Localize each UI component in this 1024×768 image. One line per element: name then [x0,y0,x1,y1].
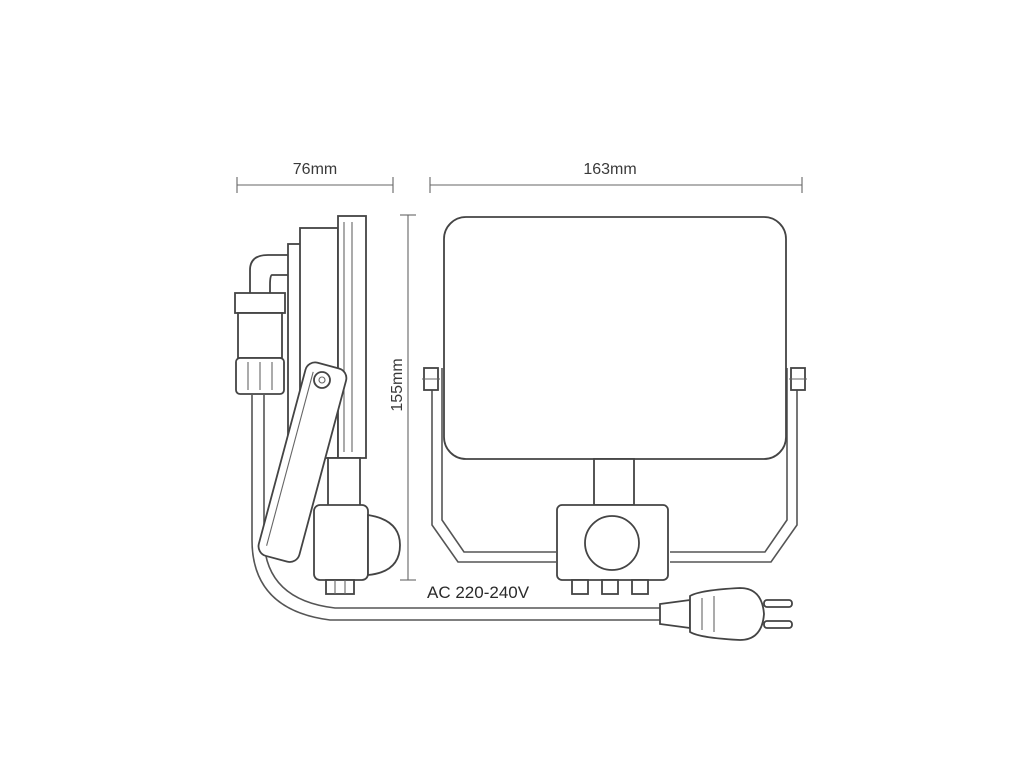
front-bracket-left-inner [441,368,556,553]
front-knob-3 [631,579,649,595]
side-sensor-body [313,504,369,581]
front-sensor-neck [593,458,635,506]
front-bracket-right [670,368,798,563]
front-bracket-right-inner [670,368,788,553]
height-dimension: 155mm [389,214,416,581]
height-label: 155mm [389,358,406,411]
depth-label: 76mm [293,161,337,178]
side-bracket [257,361,348,563]
width-label: 163mm [583,161,636,178]
plug-body [689,587,765,641]
front-adjustment-knobs [571,579,649,595]
front-bracket-left [431,368,556,563]
side-gland-nut [234,292,286,314]
front-panel [443,216,787,460]
plug-pin-bottom [763,620,793,629]
power-rating-label: AC 220-240V [427,583,530,602]
side-cable-outer [251,395,660,621]
side-bracket-bolt-icon [313,371,331,389]
front-knob-1 [571,579,589,595]
front-view-floodlight [422,216,807,595]
side-sensor-lens [367,513,401,576]
plug-pin-top [763,599,793,608]
side-sensor-knobs [325,579,355,595]
front-knob-2 [601,579,619,595]
side-sensor-neck [327,457,361,509]
side-bracket-edge [266,371,314,546]
depth-dimension: 76mm [236,161,394,193]
plug-strain-relief [659,598,691,630]
power-plug [659,587,793,641]
side-gland-body [237,312,283,359]
width-dimension: 163mm [429,161,803,193]
side-bracket-arm [257,361,348,563]
side-elbow-conduit [249,254,291,296]
front-sensor-lens-icon [584,515,640,571]
side-bracket-bolt-center [318,376,326,384]
side-view-floodlight [234,215,660,621]
